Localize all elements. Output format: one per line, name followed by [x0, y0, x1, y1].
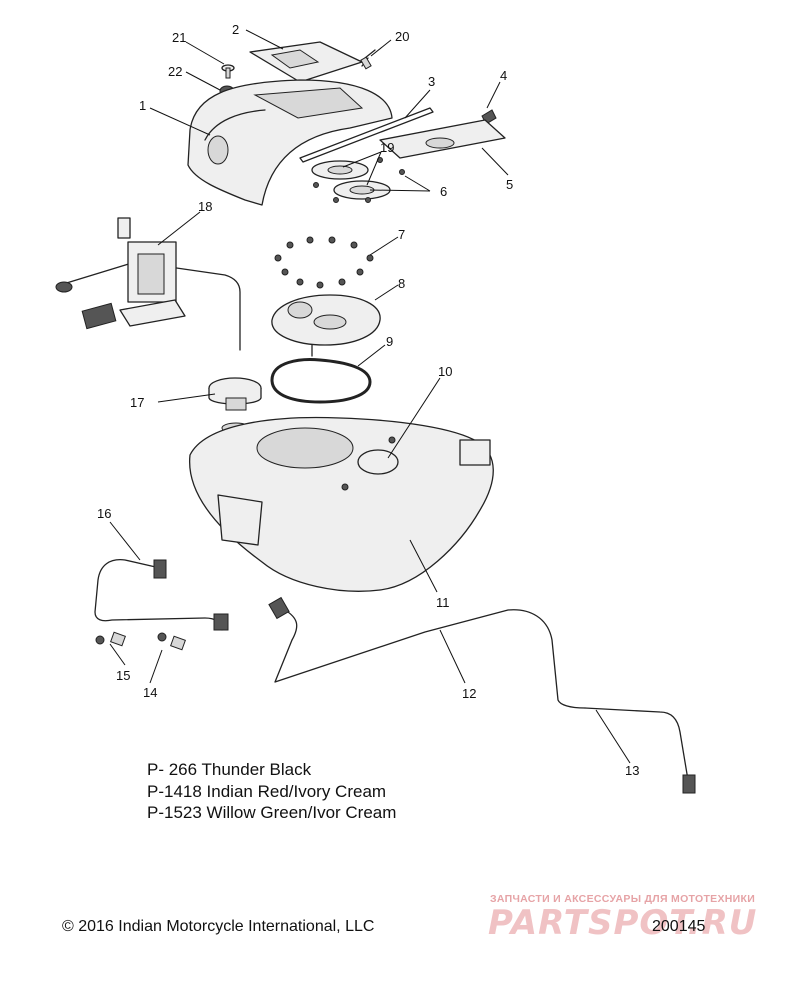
callout-11: 11 [436, 595, 450, 610]
callout-20: 20 [395, 29, 409, 44]
paint-code-2: P-1418 Indian Red/Ivory Cream [147, 782, 387, 801]
callout-8: 8 [398, 276, 405, 291]
paint-code-1: P- 266 Thunder Black [147, 760, 312, 779]
callout-17: 17 [130, 395, 144, 410]
part-fuel-tank-11 [189, 416, 494, 592]
part-fuel-line-13 [584, 707, 696, 794]
callout-4: 4 [500, 68, 507, 83]
part-pump-flange-8 [271, 294, 381, 357]
part-screw-20 [360, 49, 376, 70]
part-fitting-14 [157, 632, 186, 651]
part-gaskets-19 [311, 160, 391, 200]
callout-14: 14 [143, 685, 157, 700]
leader-lines [109, 29, 631, 764]
part-screw-21 [221, 64, 235, 79]
part-gasket-9 [270, 358, 372, 404]
callout-18: 18 [198, 199, 212, 214]
part-nuts-7 [274, 236, 374, 289]
callout-3: 3 [428, 74, 435, 89]
callout-13: 13 [625, 763, 639, 778]
callout-6: 6 [440, 184, 447, 199]
part-bracket-5 [379, 119, 506, 159]
callout-7: 7 [398, 227, 405, 242]
callout-15: 15 [116, 668, 130, 683]
callout-21: 21 [172, 30, 186, 45]
part-fitting-15 [95, 631, 126, 647]
watermark-tagline: ЗАПЧАСТИ И АКСЕССУАРЫ ДЛЯ МОТОТЕХНИКИ [490, 893, 756, 905]
part-fuel-cap-17 [208, 377, 262, 434]
callout-5: 5 [506, 177, 513, 192]
drawing-number: 200145 [652, 918, 706, 935]
part-vent-tube-16 [94, 559, 229, 631]
callout-22: 22 [168, 64, 182, 79]
callout-10: 10 [438, 364, 452, 379]
part-screws-6 [313, 157, 405, 203]
copyright-notice: © 2016 Indian Motorcycle International, … [62, 918, 375, 935]
callout-1: 1 [139, 98, 146, 113]
callout-16: 16 [97, 506, 111, 521]
part-trim-strip [299, 107, 434, 163]
part-top-panel [249, 41, 363, 83]
paint-code-3: P-1523 Willow Green/Ivor Cream [147, 803, 397, 822]
callout-12: 12 [462, 686, 476, 701]
part-fuel-line-12 [268, 596, 586, 709]
callout-labels: 1 2 3 4 5 6 7 8 9 10 11 12 13 14 15 16 1… [97, 22, 639, 778]
callout-19: 19 [380, 140, 394, 155]
callout-9: 9 [386, 334, 393, 349]
watermark-logo: PARTSPOT.RU [488, 903, 758, 943]
callout-2: 2 [232, 22, 239, 37]
part-fuel-pump-18 [55, 217, 241, 351]
part-console-cover [187, 79, 393, 206]
